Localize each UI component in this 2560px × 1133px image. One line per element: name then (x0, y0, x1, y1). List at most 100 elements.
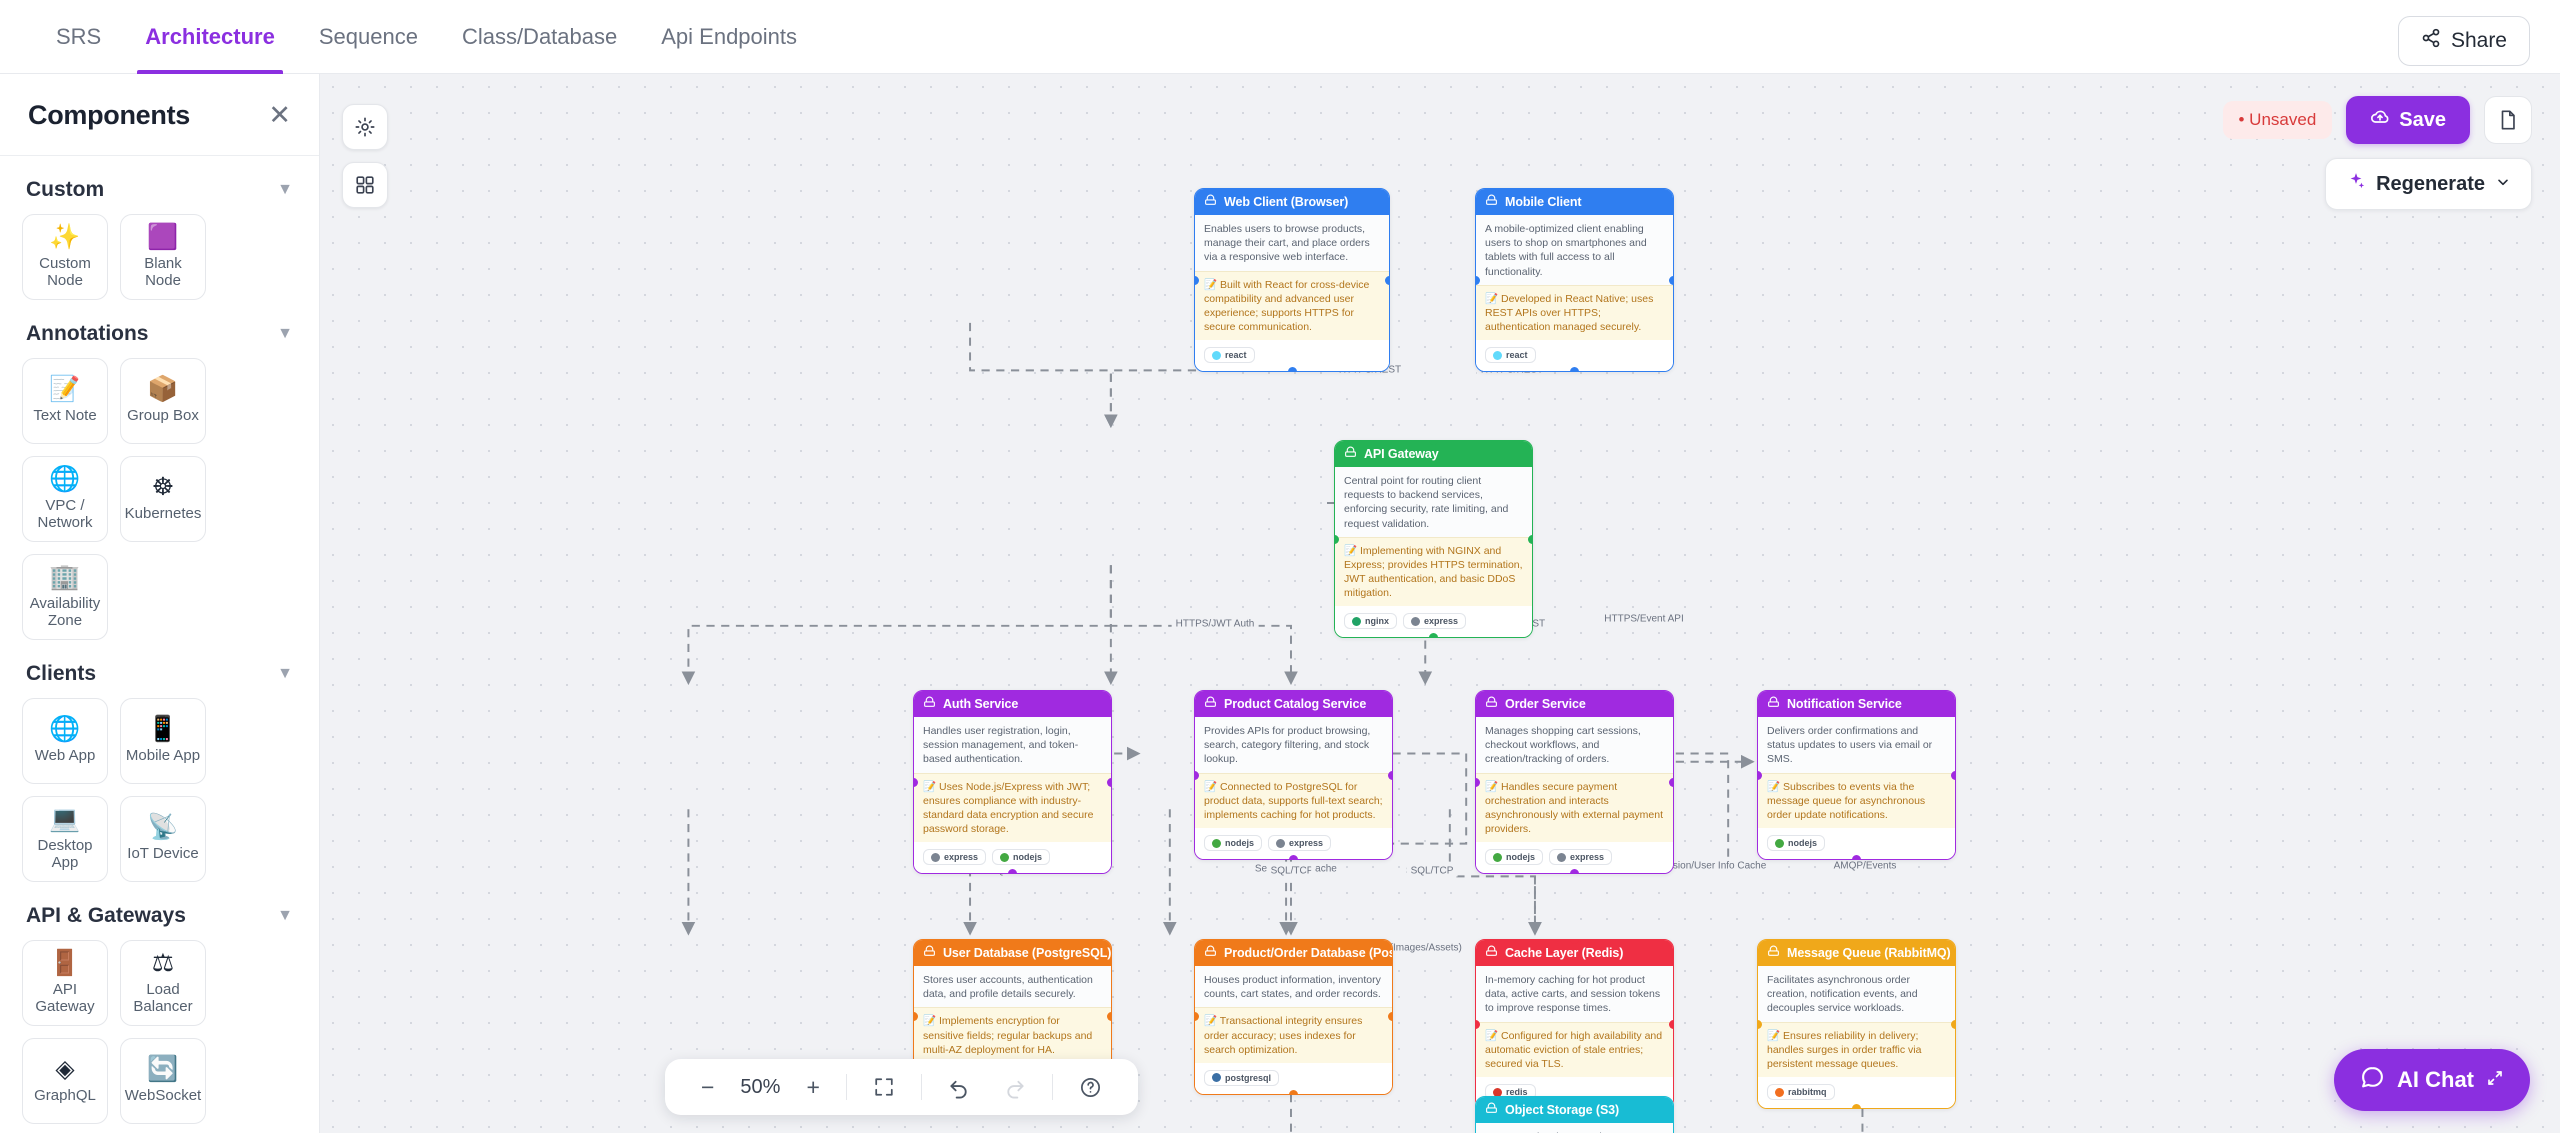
divider (920, 1074, 922, 1100)
tab-class-database[interactable]: Class/Database (440, 0, 639, 74)
component-iot-device[interactable]: 📡 IoT Device (120, 796, 206, 882)
node-port-l[interactable] (1195, 770, 1199, 780)
node-port-t[interactable] (1429, 441, 1438, 445)
section-header-custom[interactable]: Custom ▼ (22, 156, 297, 214)
zoom-in-button[interactable]: + (806, 1073, 820, 1100)
component-websocket[interactable]: 🔄 WebSocket (120, 1038, 206, 1124)
node-port-t[interactable] (1570, 1097, 1579, 1101)
node-port-l[interactable] (914, 777, 918, 787)
node-port-t[interactable] (1570, 691, 1579, 695)
note-icon: 📝 (49, 375, 81, 404)
node-port-t[interactable] (1852, 940, 1861, 944)
node-port-l[interactable] (1476, 1019, 1480, 1029)
node-port-t[interactable] (1008, 939, 1017, 944)
node-port-r[interactable] (1388, 1012, 1392, 1022)
node-port-r[interactable] (1951, 770, 1955, 780)
node-port-r[interactable] (1951, 1019, 1955, 1029)
node-port-t[interactable] (1289, 939, 1298, 944)
node-port-b[interactable] (1287, 367, 1297, 372)
component-vpc-network[interactable]: 🌐 VPC / Network (22, 456, 108, 542)
node-note: 📝 Transactional integrity ensures order … (1195, 1007, 1392, 1063)
tab-sequence[interactable]: Sequence (297, 0, 440, 74)
node-port-b[interactable] (1289, 855, 1298, 860)
node-port-t[interactable] (1570, 189, 1579, 193)
node-product-order-database[interactable]: Product/Order Database (PostgreSQL)House… (1194, 939, 1393, 1095)
component-load-balancer[interactable]: ⚖ Load Balancer (120, 940, 206, 1026)
tab-srs[interactable]: SRS (34, 0, 123, 74)
architecture-canvas[interactable]: • Unsaved Save (320, 74, 2560, 1133)
node-port-r[interactable] (1107, 777, 1111, 787)
node-port-r[interactable] (1669, 1019, 1673, 1029)
node-port-l[interactable] (1195, 1012, 1199, 1022)
node-port-b[interactable] (1008, 869, 1017, 874)
section-header-api-gateways[interactable]: API & Gateways ▼ (22, 882, 297, 940)
node-port-l[interactable] (1476, 275, 1480, 285)
component-blank-node[interactable]: 🟪 Blank Node (120, 214, 206, 300)
component-graphql[interactable]: ◈ GraphQL (22, 1038, 108, 1124)
component-desktop-app[interactable]: 💻 Desktop App (22, 796, 108, 882)
node-port-r[interactable] (1385, 275, 1389, 285)
share-button[interactable]: Share (2397, 16, 2530, 66)
ai-chat-button[interactable]: AI Chat (2334, 1049, 2530, 1111)
regenerate-button[interactable]: Regenerate (2325, 158, 2532, 210)
node-port-t[interactable] (1852, 691, 1861, 695)
node-port-l[interactable] (914, 1012, 918, 1022)
tab-api-endpoints[interactable]: Api Endpoints (639, 0, 819, 74)
component-availability-zone[interactable]: 🏢 Availability Zone (22, 554, 108, 640)
node-port-b[interactable] (1570, 869, 1579, 874)
node-port-l[interactable] (1195, 275, 1199, 285)
node-port-r[interactable] (1669, 777, 1673, 787)
component-mobile-app[interactable]: 📱 Mobile App (120, 698, 206, 784)
node-port-b[interactable] (1570, 367, 1579, 372)
node-port-r[interactable] (1528, 534, 1532, 544)
node-port-t[interactable] (1570, 940, 1579, 944)
sidebar-scroll[interactable]: Custom ▼ ✨ Custom Node 🟪 Blank Node Anno… (0, 156, 319, 1133)
tab-architecture[interactable]: Architecture (123, 0, 297, 74)
auto-layout-button[interactable] (342, 104, 388, 150)
grid-toggle-button[interactable] (342, 162, 388, 208)
component-group-box[interactable]: 📦 Group Box (120, 358, 206, 444)
node-port-r[interactable] (1107, 1012, 1111, 1022)
fit-view-button[interactable] (859, 1076, 909, 1098)
export-document-button[interactable] (2484, 96, 2532, 144)
close-icon[interactable]: ✕ (268, 100, 291, 130)
help-button[interactable] (1065, 1076, 1116, 1099)
component-kubernetes[interactable]: ☸ Kubernetes (120, 456, 206, 542)
node-port-l[interactable] (1476, 777, 1480, 787)
tech-dot-icon (1557, 852, 1567, 862)
node-port-l[interactable] (1758, 770, 1762, 780)
node-port-l[interactable] (1335, 534, 1339, 544)
node-port-r[interactable] (1669, 275, 1673, 285)
zoom-out-button[interactable]: − (701, 1073, 715, 1100)
node-port-b[interactable] (1852, 855, 1861, 860)
component-api-gateway[interactable]: 🚪 API Gateway (22, 940, 108, 1026)
node-port-b[interactable] (1429, 633, 1438, 638)
node-port-t[interactable] (1289, 691, 1298, 695)
node-port-t[interactable] (1287, 189, 1297, 193)
node-port-b[interactable] (1852, 1104, 1861, 1109)
node-port-r[interactable] (1388, 770, 1392, 780)
node-message-queue[interactable]: Message Queue (RabbitMQ)Facilitates asyn… (1757, 939, 1956, 1110)
node-port-l[interactable] (1758, 1019, 1762, 1029)
node-web-client[interactable]: Web Client (Browser)Enables users to bro… (1194, 188, 1390, 373)
component-web-app[interactable]: 🌐 Web App (22, 698, 108, 784)
undo-button[interactable] (934, 1076, 985, 1099)
node-object-storage[interactable]: Object Storage (S3)Stores product images… (1475, 1096, 1674, 1133)
component-text-note[interactable]: 📝 Text Note (22, 358, 108, 444)
node-port-t[interactable] (1008, 691, 1017, 695)
zoom-level[interactable]: 50% (740, 1075, 781, 1098)
section-header-services[interactable]: Services ▼ (22, 1124, 297, 1133)
node-cache-layer[interactable]: Cache Layer (Redis)In-memory caching for… (1475, 939, 1674, 1110)
section-header-annotations[interactable]: Annotations ▼ (22, 300, 297, 358)
node-port-b[interactable] (1289, 1089, 1298, 1094)
section-header-clients[interactable]: Clients ▼ (22, 640, 297, 698)
component-custom-node[interactable]: ✨ Custom Node (22, 214, 108, 300)
redo-button[interactable] (989, 1076, 1040, 1099)
save-button[interactable]: Save (2346, 96, 2470, 144)
